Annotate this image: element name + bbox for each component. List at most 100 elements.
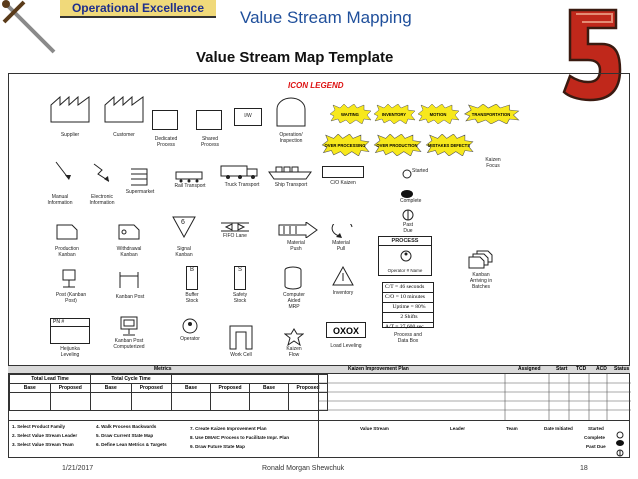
pn-label: PN # bbox=[51, 319, 89, 327]
inventory-burst-icon: INVENTORY bbox=[372, 103, 416, 125]
motion-burst-icon: MOTION bbox=[416, 103, 460, 125]
fifo-lane-icon bbox=[220, 220, 250, 238]
dedicated-label: Dedicated Process bbox=[154, 136, 178, 148]
step-8: 8. Use DMAIC Process to Facilitate Impr.… bbox=[190, 435, 290, 440]
total-cycle-time: Total Cycle Time bbox=[90, 374, 172, 384]
total-lead-time: Total Lead Time bbox=[9, 374, 91, 384]
process-data-label: Process and Data Box bbox=[394, 332, 422, 344]
started-legend-label: Started bbox=[588, 426, 604, 431]
complete-legend-icon bbox=[615, 434, 625, 452]
material-pull-label: Material Pull bbox=[332, 240, 350, 252]
work-cell-icon bbox=[228, 324, 254, 355]
team-field[interactable]: Team bbox=[506, 426, 518, 431]
electronic-info-arrow-icon bbox=[92, 162, 112, 189]
value-stream-field[interactable]: Value Stream bbox=[360, 426, 389, 431]
step-1: 1. Select Product Family bbox=[12, 424, 66, 429]
mistakes-burst-icon: MISTAKES DEFECTS bbox=[424, 133, 474, 157]
metric-cell[interactable] bbox=[9, 392, 51, 411]
safety-letter: S bbox=[237, 267, 242, 273]
metric-cell[interactable] bbox=[49, 392, 91, 411]
safety-label: Safety Stock bbox=[232, 292, 248, 304]
metrics-table: Total Lead Time Total Cycle Time Base Pr… bbox=[9, 374, 328, 411]
leader-field[interactable]: Leader bbox=[450, 426, 466, 431]
inventory-burst-label: INVENTORY bbox=[381, 111, 407, 117]
dedicated-process-icon bbox=[152, 110, 178, 135]
data-at: A/T = 27,600 sec bbox=[385, 324, 424, 330]
step-4: 4. Walk Process Backwards bbox=[96, 424, 157, 429]
supermarket-icon bbox=[130, 168, 148, 191]
heijunka-label: Heijunka Leveling bbox=[60, 346, 80, 358]
data-co: C/O = 10 minutes bbox=[383, 293, 433, 303]
kanban-post-label: Kanban Post bbox=[115, 294, 145, 300]
step-6: 6. Define Lean Metrics & Targets bbox=[96, 442, 167, 447]
metric-cell[interactable] bbox=[130, 392, 172, 411]
kaizen-flow-label: Kaizen Flow bbox=[286, 346, 302, 358]
process-header: PROCESS bbox=[379, 237, 431, 246]
footer-date: 1/21/2017 bbox=[62, 465, 94, 472]
step-3: 3. Select Value Stream Team bbox=[12, 442, 74, 447]
mistakes-label: MISTAKES DEFECTS bbox=[427, 142, 471, 148]
steps-col-3: 7. Create Kaizen Improvement Plan 8. Use… bbox=[190, 424, 289, 451]
supplier-label: Supplier bbox=[60, 132, 80, 138]
col-base: Base bbox=[9, 383, 51, 393]
post-kanban-label: Post (Kanban Post) bbox=[55, 292, 87, 304]
kaizen-plan-rows[interactable] bbox=[318, 374, 631, 420]
kanban-post-icon bbox=[118, 270, 140, 295]
shared-label: Shared Process bbox=[200, 136, 220, 148]
data-box: C/T = 46 seconds C/O = 10 minutes Uptime… bbox=[382, 282, 434, 330]
kanban-post-computerized-icon bbox=[120, 316, 138, 343]
col-base: Base bbox=[171, 383, 211, 393]
metrics-heading: Metrics bbox=[154, 366, 172, 372]
complete-label: Complete bbox=[400, 198, 422, 204]
material-push-arrow-icon bbox=[278, 221, 318, 243]
kaizen-plan-heading: Kaizen Improvement Plan bbox=[348, 366, 409, 372]
over-production-label: OVER PRODUCTION bbox=[376, 142, 418, 148]
transportation-label: TRANSPORTATION bbox=[471, 111, 511, 117]
operator-name-label: Operator # Name bbox=[387, 268, 423, 273]
computer-mrp-icon bbox=[284, 266, 302, 295]
complete-legend-label: Complete bbox=[584, 435, 605, 440]
inventory-label: Inventory bbox=[332, 290, 354, 296]
withdrawal-kanban-icon bbox=[118, 224, 140, 245]
status-heading: Status bbox=[614, 366, 630, 372]
rail-transport-icon bbox=[174, 170, 204, 188]
step-9: 9. Draw Future State Map bbox=[190, 444, 245, 449]
past-due-legend-label: Past Due bbox=[586, 444, 606, 449]
past-due-status-icon bbox=[402, 208, 414, 226]
rail-label: Rail Transport bbox=[174, 183, 206, 189]
complete-status-icon bbox=[400, 186, 414, 204]
post-kanban-icon bbox=[60, 268, 80, 293]
date-initiated-field[interactable]: Date Initiated bbox=[544, 426, 573, 431]
motion-label: MOTION bbox=[429, 111, 447, 117]
material-push-label: Material Push bbox=[287, 240, 305, 252]
heijunka-icon: PN # bbox=[50, 318, 90, 344]
past-due-label: Past Due bbox=[402, 222, 413, 234]
metric-cell[interactable] bbox=[171, 392, 211, 411]
co-kaizen-label: C/O Kaizen bbox=[330, 180, 356, 186]
work-cell-label: Work Cell bbox=[230, 352, 252, 358]
iw-icon bbox=[234, 108, 262, 131]
supermarket-label: Supermarket bbox=[125, 189, 155, 195]
metric-cell[interactable] bbox=[210, 392, 250, 411]
data-shifts: 2 Shifts bbox=[383, 313, 433, 323]
over-production-burst-icon: OVER PRODUCTION bbox=[372, 133, 422, 157]
steps-col-2: 4. Walk Process Backwards 5. Draw Curren… bbox=[96, 422, 167, 449]
started-status-icon bbox=[402, 166, 412, 184]
waiting-burst-icon: WAITING bbox=[328, 103, 372, 125]
over-processing-burst-icon: OVER PROCESSING bbox=[320, 133, 370, 157]
vsm-template-frame bbox=[8, 73, 630, 458]
signal-kanban-icon bbox=[172, 216, 196, 243]
metric-cell[interactable] bbox=[249, 392, 289, 411]
operator-small-icon bbox=[399, 249, 413, 268]
supplier-icon bbox=[50, 95, 90, 128]
acd-heading: ACD bbox=[596, 366, 607, 372]
kaizen-focus-label: Kaizen Focus bbox=[485, 157, 501, 169]
signal-six-label: 6 bbox=[181, 219, 185, 226]
buffer-stock-icon: B bbox=[186, 266, 198, 290]
metric-cell[interactable] bbox=[90, 392, 132, 411]
production-kanban-icon bbox=[56, 224, 78, 245]
legend-title: ICON LEGEND bbox=[288, 81, 344, 90]
kaizen-flow-icon bbox=[283, 328, 305, 351]
manual-label: Manual Information bbox=[47, 194, 73, 206]
production-kanban-label: Production Kanban bbox=[55, 246, 79, 258]
